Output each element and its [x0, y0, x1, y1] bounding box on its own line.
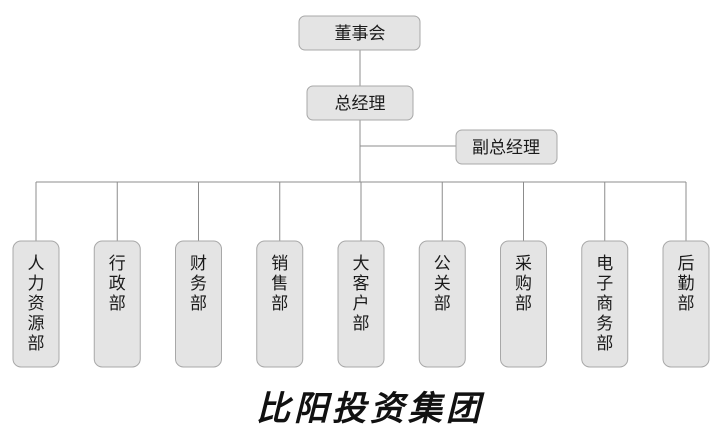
node-general-manager: 总经理 [306, 85, 414, 121]
department-drop-lines [35, 182, 687, 241]
department-label: 公关部 [434, 254, 451, 314]
general-manager-box [306, 85, 414, 121]
department-node: 公关部 [418, 240, 466, 368]
department-label: 财务部 [190, 254, 207, 314]
node-deputy-general-manager: 副总经理 [455, 129, 558, 165]
department-node: 电子商务部 [581, 240, 629, 368]
department-label: 采购部 [515, 254, 532, 314]
department-label: 大客户部 [353, 254, 370, 334]
department-node: 销售部 [256, 240, 304, 368]
general-manager-label: 总经理 [335, 94, 386, 114]
department-box [581, 240, 629, 368]
department-box [256, 240, 304, 368]
department-nodes: 人力资源部 行政部 财务部 销售部 大客户部 公关部 采购部 电子商务部 后勤部 [12, 240, 710, 368]
department-box [12, 240, 60, 368]
department-box [175, 240, 222, 368]
deputy-general-manager-box [455, 129, 558, 165]
board-label: 董事会 [335, 24, 386, 44]
department-label: 人力资源部 [28, 254, 45, 354]
department-node: 大客户部 [337, 240, 385, 368]
department-node: 行政部 [93, 240, 141, 368]
connector-lines [35, 50, 687, 241]
department-label: 销售部 [271, 254, 288, 314]
department-box [418, 240, 466, 368]
node-board: 董事会 [298, 15, 421, 51]
department-node: 后勤部 [662, 240, 710, 368]
department-box [337, 240, 385, 368]
department-box [662, 240, 710, 368]
department-label: 行政部 [109, 254, 126, 314]
department-label: 电子商务部 [596, 254, 613, 354]
company-name: 比阳投资集团 [256, 389, 485, 429]
department-box [93, 240, 141, 368]
board-box [298, 15, 421, 51]
department-box [500, 240, 547, 368]
deputy-general-manager-label: 副总经理 [472, 138, 540, 158]
department-label: 后勤部 [678, 254, 695, 314]
department-node: 财务部 [175, 240, 222, 368]
department-node: 人力资源部 [12, 240, 60, 368]
department-node: 采购部 [500, 240, 547, 368]
